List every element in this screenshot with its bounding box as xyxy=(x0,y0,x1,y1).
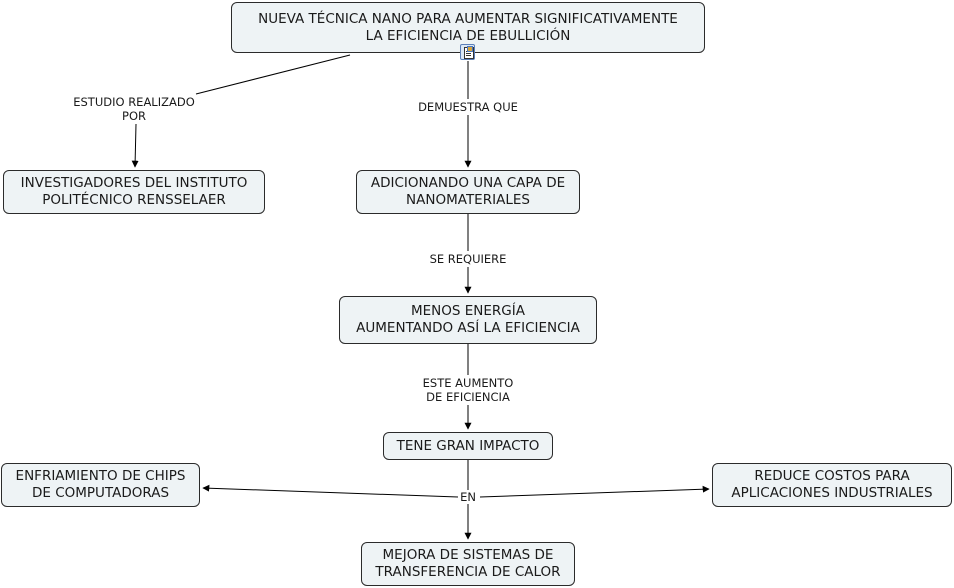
edge-root-to-estudio xyxy=(195,54,351,95)
link-label-demuestra: DEMUESTRA QUE xyxy=(416,100,520,114)
link-label-en: EN xyxy=(458,490,478,504)
node-investigadores[interactable]: INVESTIGADORES DEL INSTITUTO POLITÉCNICO… xyxy=(3,170,265,214)
document-resource-icon[interactable] xyxy=(460,44,475,60)
node-impacto[interactable]: TENE GRAN IMPACTO xyxy=(383,432,553,460)
edge-en-to-reduce xyxy=(479,485,710,498)
node-enfriamiento[interactable]: ENFRIAMIENTO DE CHIPS DE COMPUTADORAS xyxy=(1,463,200,507)
node-adicionando[interactable]: ADICIONANDO UNA CAPA DE NANOMATERIALES xyxy=(356,170,580,214)
edge-estudio-to-investigadores xyxy=(131,123,139,168)
node-reduce[interactable]: REDUCE COSTOS PARA APLICACIONES INDUSTRI… xyxy=(712,463,952,507)
link-label-estudio: ESTUDIO REALIZADO POR xyxy=(71,95,197,123)
node-mejora[interactable]: MEJORA DE SISTEMAS DE TRANSFERENCIA DE C… xyxy=(361,542,575,586)
picture-glyph xyxy=(467,46,473,52)
edge-en-to-enfriamiento xyxy=(202,484,459,498)
link-label-requiere: SE REQUIERE xyxy=(427,252,509,266)
link-label-aumento: ESTE AUMENTO DE EFICIENCIA xyxy=(420,376,516,404)
node-menos-energia[interactable]: MENOS ENERGÍA AUMENTANDO ASÍ LA EFICIENC… xyxy=(339,296,597,344)
